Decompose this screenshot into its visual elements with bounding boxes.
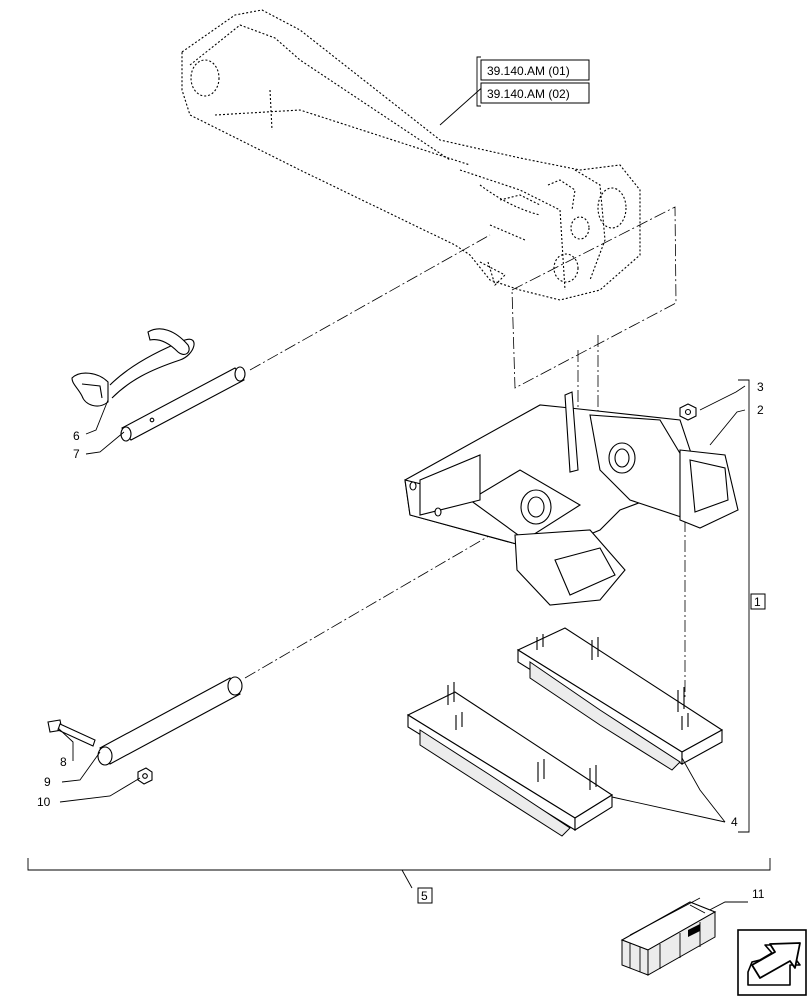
callout-5-box[interactable]: 5 — [417, 887, 433, 904]
callout-10[interactable]: 10 — [37, 795, 51, 809]
callout-7[interactable]: 7 — [73, 447, 80, 461]
pin-part-7 — [120, 366, 246, 442]
callout-1-box[interactable]: 1 — [750, 593, 766, 610]
reference-text-02: 39.140.AM (02) — [487, 87, 570, 101]
callout-6[interactable]: 6 — [73, 429, 80, 443]
callout-leaders — [27, 379, 771, 916]
callout-11[interactable]: 11 — [752, 887, 765, 901]
nut-part-3 — [679, 403, 697, 421]
reference-text-01: 39.140.AM (01) — [487, 64, 570, 78]
bolt-part-8 — [47, 719, 96, 747]
reference-box-01[interactable]: 39.140.AM (01) — [480, 59, 590, 81]
axle-arm-ghost — [181, 9, 641, 301]
rubber-pad-upper — [516, 627, 724, 771]
callout-5: 5 — [421, 889, 428, 903]
callout-8[interactable]: 8 — [60, 755, 67, 769]
reference-bracket — [476, 56, 481, 107]
callout-9[interactable]: 9 — [44, 775, 51, 789]
packaging-crate-icon — [620, 897, 717, 976]
nut-part-10 — [137, 767, 153, 785]
callout-2[interactable]: 2 — [757, 403, 764, 417]
callout-1: 1 — [754, 595, 761, 609]
pin-part-9 — [97, 676, 243, 766]
rubber-pad-lower — [406, 682, 614, 837]
cradle-bracket — [404, 391, 739, 606]
callout-3[interactable]: 3 — [757, 380, 764, 394]
lynch-pin-lanyard — [71, 328, 195, 407]
reference-box-02[interactable]: 39.140.AM (02) — [480, 82, 590, 104]
next-page-arrow-icon[interactable] — [737, 929, 807, 996]
reference-leader — [439, 83, 487, 126]
callout-4[interactable]: 4 — [731, 815, 738, 829]
